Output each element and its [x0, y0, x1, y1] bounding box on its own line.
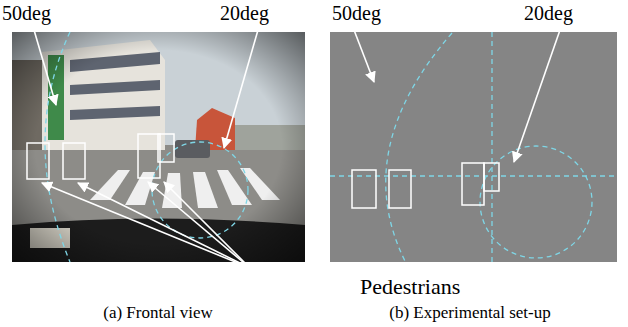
callout-label: Pedestrians [360, 274, 460, 299]
fov-guides [330, 32, 617, 262]
leader-arrows [34, 30, 258, 268]
stimulus-boxes [352, 163, 499, 208]
angle-label: 50deg [2, 2, 51, 25]
angle-label: 20deg [524, 2, 573, 25]
display-panel [330, 32, 617, 262]
leader-arrows-b [354, 30, 560, 162]
fov-20-circle [152, 142, 248, 238]
angle-label: 50deg [332, 2, 381, 25]
street-photo [12, 32, 305, 262]
pedestrian-boxes [27, 134, 174, 179]
sky [12, 32, 305, 262]
panel-caption: (a) Frontal view [38, 303, 278, 323]
angle-label: 20deg [220, 2, 269, 25]
panel-caption: (b) Experimental set-up [340, 303, 600, 323]
vignette [12, 32, 305, 262]
